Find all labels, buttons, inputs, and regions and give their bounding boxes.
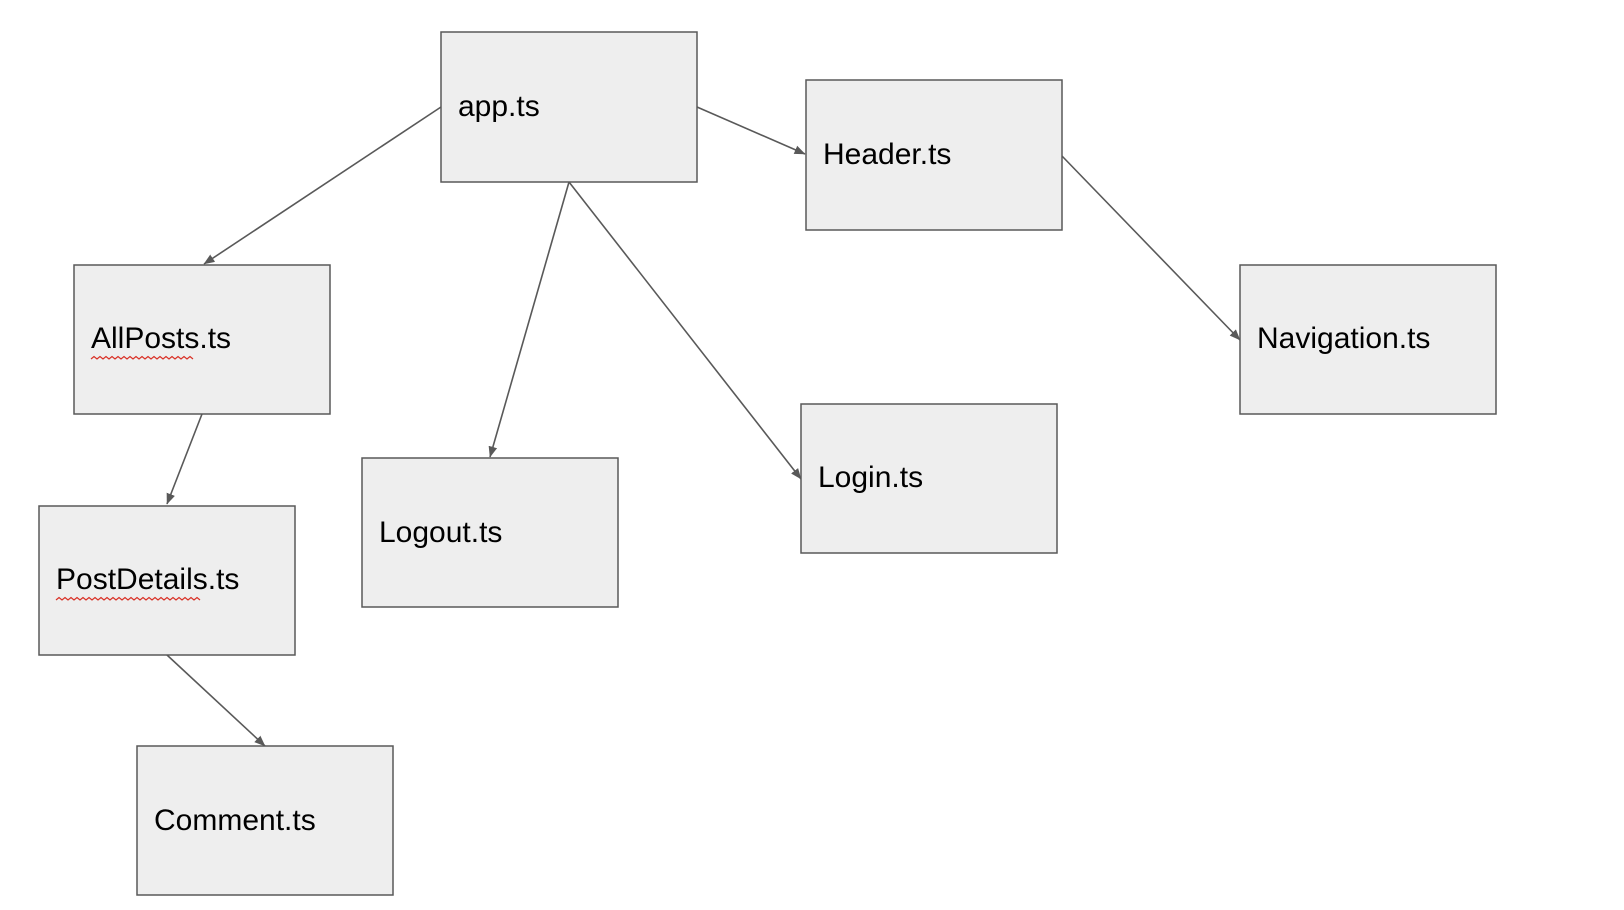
node-allposts[interactable]: AllPosts.ts: [73, 264, 331, 415]
edge-header-to-navigation: [1061, 155, 1241, 341]
spellcheck-underline-allposts: [90, 355, 194, 360]
node-logout-label: Logout.ts: [379, 516, 502, 549]
node-logout-box: [361, 457, 619, 608]
node-login[interactable]: Login.ts: [800, 403, 1058, 554]
edge-allposts-to-postdetails: [166, 413, 203, 505]
node-login-box: [800, 403, 1058, 554]
node-navigation[interactable]: Navigation.ts: [1239, 264, 1497, 415]
edge-app-to-header: [696, 106, 806, 155]
node-allposts-label: AllPosts.ts: [91, 322, 231, 355]
node-header-box: [805, 79, 1063, 231]
node-app-box: [440, 31, 698, 183]
node-comment-label: Comment.ts: [154, 804, 316, 837]
node-app[interactable]: app.ts: [440, 31, 698, 183]
node-comment[interactable]: Comment.ts: [136, 745, 394, 896]
nodes-group: app.ts Header.ts AllPosts.ts Navigation.…: [38, 31, 1497, 896]
node-navigation-box: [1239, 264, 1497, 415]
node-header[interactable]: Header.ts: [805, 79, 1063, 231]
node-allposts-box: [73, 264, 331, 415]
edges-group: [166, 106, 1241, 747]
edge-app-to-allposts: [203, 106, 442, 265]
node-postdetails-label: PostDetails.ts: [56, 563, 239, 596]
node-navigation-label: Navigation.ts: [1257, 322, 1430, 355]
edge-app-to-login: [568, 181, 802, 480]
spellcheck-underline-postdetails: [55, 596, 201, 601]
node-postdetails[interactable]: PostDetails.ts: [38, 505, 296, 656]
edge-app-to-logout: [488, 181, 570, 458]
node-postdetails-box: [38, 505, 296, 656]
node-login-label: Login.ts: [818, 461, 923, 494]
node-header-label: Header.ts: [823, 138, 951, 171]
node-logout[interactable]: Logout.ts: [361, 457, 619, 608]
node-app-label: app.ts: [458, 90, 540, 123]
node-comment-box: [136, 745, 394, 896]
edge-postdetails-to-comment: [166, 654, 266, 747]
